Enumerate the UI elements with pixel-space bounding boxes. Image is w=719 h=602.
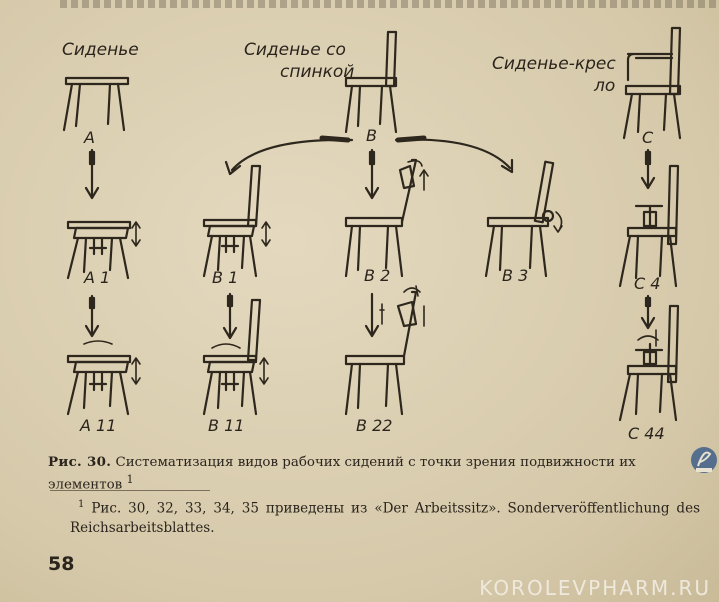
label-seat-with-back-line1: Сиденье со xyxy=(244,40,346,60)
label-seat-with-back-line2: спинкой xyxy=(280,62,355,82)
branch-arrows xyxy=(224,135,514,176)
footnote: 1 Рис. 30, 32, 33, 34, 35 приведены из «… xyxy=(70,495,700,538)
chair-b-drawing xyxy=(344,30,398,134)
label-seat: Сиденье xyxy=(62,40,139,60)
label-armchair-line2: ло xyxy=(594,76,616,96)
caption-number: Рис. 30. xyxy=(48,454,112,470)
seat-classification-figure xyxy=(62,26,682,422)
sublabel-b22: B 22 xyxy=(356,416,393,435)
footnote-mark: 1 xyxy=(78,499,85,510)
sublabel-b2: B 2 xyxy=(364,266,391,285)
page-number: 58 xyxy=(48,553,75,575)
sublabel-c: C xyxy=(642,128,654,147)
chair-b2-drawing xyxy=(344,158,429,278)
sublabel-b: B xyxy=(366,126,377,145)
caption-text: Систематизация видов рабочих сидений с т… xyxy=(48,455,636,493)
sublabel-b3: B 3 xyxy=(502,266,529,285)
pharmacy-logo-icon xyxy=(691,447,717,473)
footnote-rule xyxy=(50,490,210,491)
stool-a1-drawing xyxy=(66,220,141,280)
stool-a11-drawing xyxy=(66,340,141,416)
sublabel-a11: A 11 xyxy=(80,416,117,435)
chair-b3-drawing xyxy=(484,160,563,278)
chair-b11-drawing xyxy=(202,298,269,416)
chair-b22-drawing xyxy=(344,285,425,416)
down-arrows xyxy=(84,148,656,340)
sublabel-a1: A 1 xyxy=(84,268,111,287)
sublabel-c44: C 44 xyxy=(628,424,665,443)
armchair-c4-drawing xyxy=(618,164,680,288)
footnote-text: Рис. 30, 32, 33, 34, 35 приведены из «De… xyxy=(70,500,700,536)
sublabel-c4: C 4 xyxy=(634,274,661,293)
stool-a-drawing xyxy=(62,76,130,132)
site-watermark: KOROLEVPHARM.RU xyxy=(479,576,711,600)
previous-text-line-fragment xyxy=(60,0,719,8)
armchair-c-drawing xyxy=(622,26,682,140)
sublabel-b11: B 11 xyxy=(208,416,245,435)
label-armchair-line1: Сиденье-крес xyxy=(492,54,616,74)
sublabel-a: A xyxy=(84,128,95,147)
caption-footnote-mark: 1 xyxy=(126,473,134,486)
armchair-c44-drawing xyxy=(618,304,680,422)
chair-b1-drawing xyxy=(202,164,271,278)
sublabel-b1: B 1 xyxy=(212,268,239,287)
figure-caption: Рис. 30. Систематизация видов рабочих си… xyxy=(48,454,696,493)
